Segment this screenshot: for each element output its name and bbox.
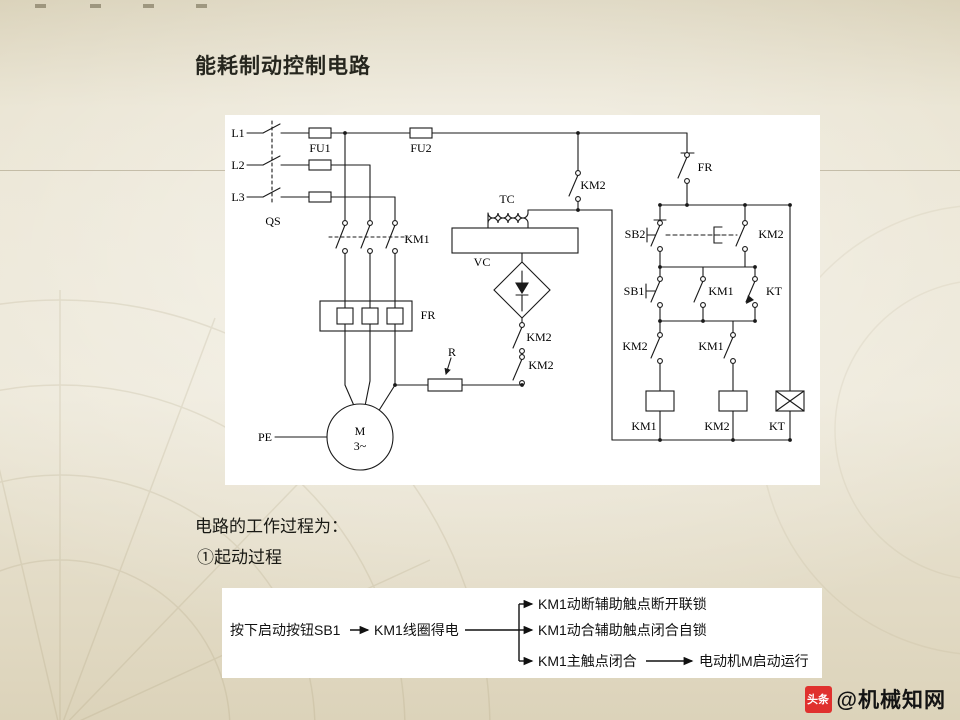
circuit-diagram: [246, 120, 805, 471]
circuit-label-km1-main: KM1: [404, 232, 430, 246]
circuit-label-fr-contact: FR: [697, 160, 713, 174]
circuit-label-qs: QS: [265, 214, 281, 228]
circuit-label-fr-overload: FR: [420, 308, 436, 322]
circuit-label-l2: L2: [231, 158, 245, 172]
circuit-label-vc: VC: [473, 255, 491, 269]
circuit-label-km1-coil: KM1: [631, 419, 657, 433]
circuit-label-kt-contact: KT: [766, 284, 782, 298]
circuit-label-km2-coil: KM2: [704, 419, 730, 433]
step-heading: ①起动过程: [197, 548, 282, 567]
circuit-label-sb1: SB1: [623, 284, 645, 298]
circuit-label-km2-ac: KM2: [580, 178, 606, 192]
circuit-label-sb2: SB2: [624, 227, 646, 241]
circuit-label-pe: PE: [257, 430, 273, 444]
top-tick: [196, 4, 207, 8]
circuit-label-kt-coil: KT: [769, 419, 785, 433]
top-tick: [90, 4, 101, 8]
circuit-label-tc: TC: [499, 192, 515, 206]
flow-coil-energized: KM1线圈得电: [374, 622, 459, 638]
circuit-label-km2-lower: KM2: [622, 339, 648, 353]
circuit-label-fu1: FU1: [309, 141, 331, 155]
watermark: 头条 @机械知网: [804, 684, 946, 714]
flow-trigger: 按下启动按钮SB1: [230, 622, 341, 638]
contact-terminals: [342, 152, 758, 386]
circuit-label-km2-dc1: KM2: [526, 330, 552, 344]
top-tick: [35, 4, 46, 8]
circuit-label-km1-aux: KM1: [708, 284, 734, 298]
flow-branch-interlock: KM1动断辅助触点断开联锁: [538, 596, 707, 612]
circuit-label-motor-m: M: [354, 424, 366, 438]
junction-dots: [343, 131, 792, 442]
flow-result: 电动机M启动运行: [699, 653, 809, 669]
flow-branch-main-contact: KM1主触点闭合: [538, 653, 637, 669]
circuit-label-motor-3ph: 3~: [353, 439, 367, 453]
circuit-label-l3: L3: [231, 190, 245, 204]
circuit-label-r: R: [447, 345, 457, 359]
flowchart-connectors: [350, 599, 694, 666]
toutiao-badge: 头条: [804, 685, 832, 713]
circuit-label-km1-lower: KM1: [698, 339, 724, 353]
circuit-label-km2-top: KM2: [758, 227, 784, 241]
flowchart-panel: 按下启动按钮SB1 KM1线圈得电 KM1动断辅助触点断开联锁 KM1动合辅助触…: [222, 588, 822, 678]
watermark-handle: @机械知网: [836, 689, 946, 712]
process-heading: 电路的工作过程为：: [195, 517, 348, 536]
circuit-label-l1: L1: [231, 126, 245, 140]
circuit-wires: [246, 120, 805, 471]
flow-branch-selflock: KM1动合辅助触点闭合自锁: [538, 622, 707, 638]
page-title: 能耗制动控制电路: [195, 55, 371, 78]
circuit-label-fu2: FU2: [410, 141, 432, 155]
circuit-label-km2-dc2: KM2: [528, 358, 554, 372]
top-tick: [143, 4, 154, 8]
